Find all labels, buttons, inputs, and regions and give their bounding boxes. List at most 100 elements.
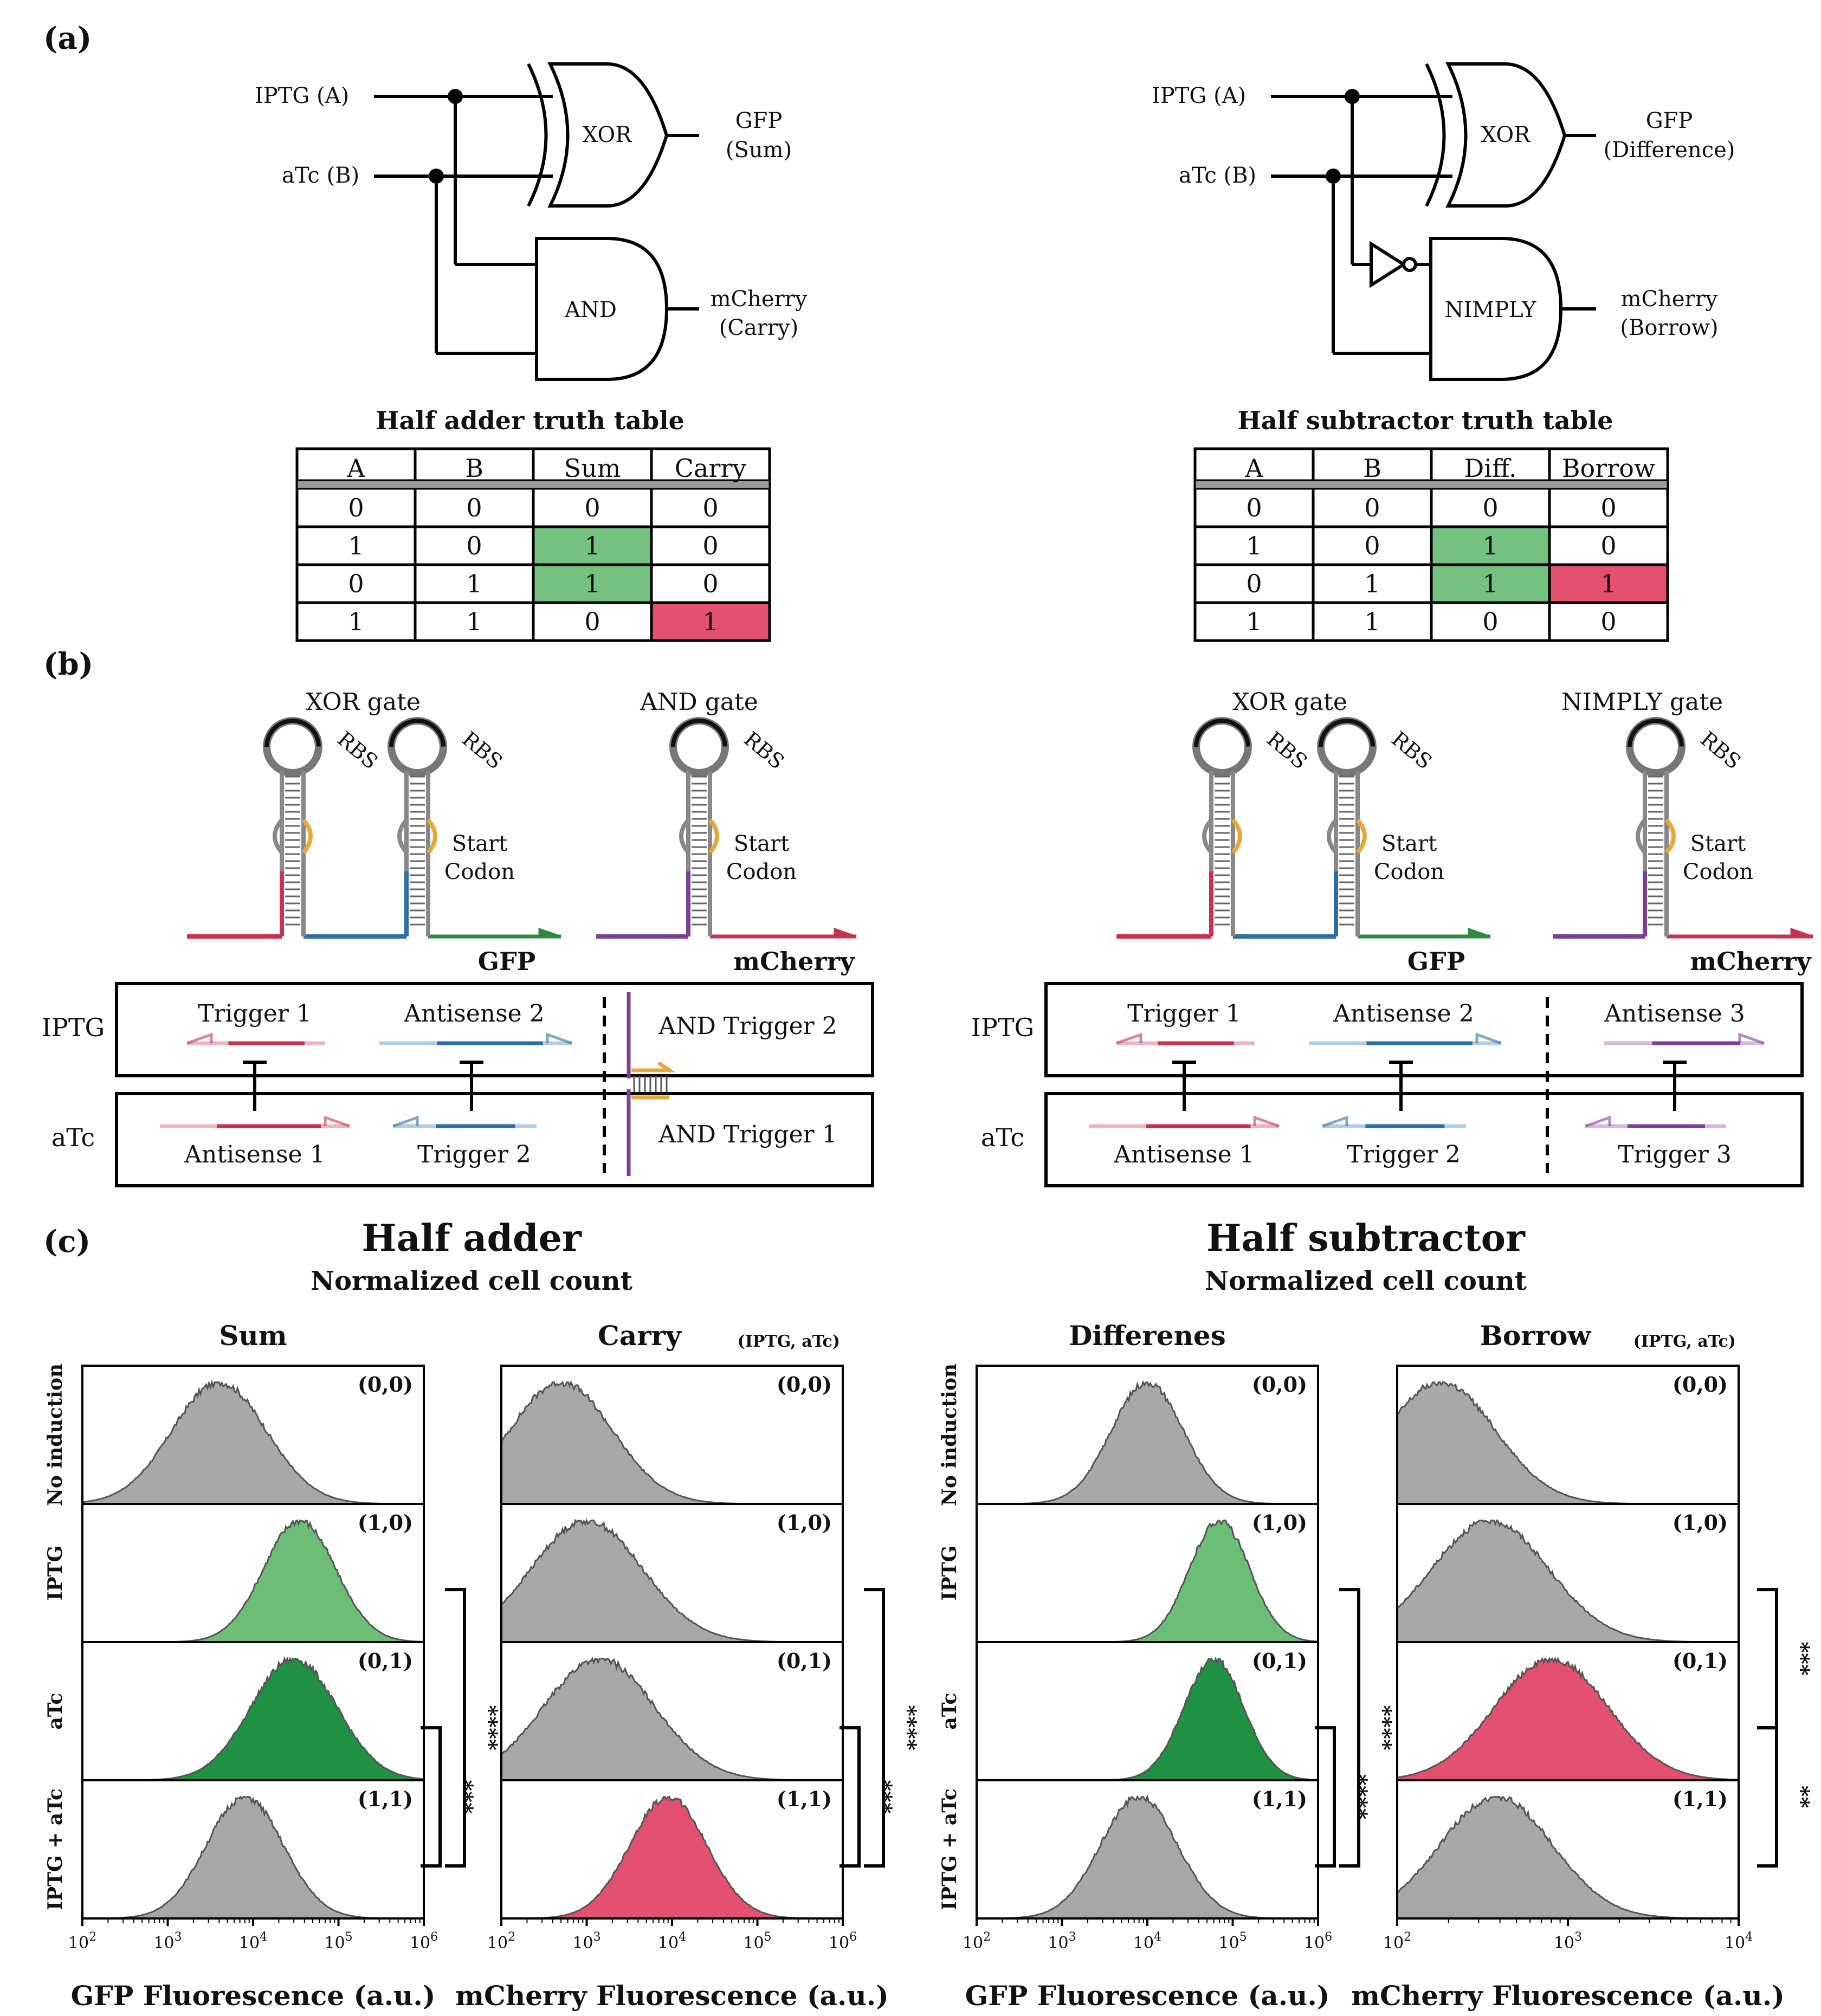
subtractor-table-title: Half subtractor truth table: [1237, 406, 1613, 435]
iptg-row-label: IPTG: [42, 1013, 105, 1042]
and-toehold-top: [631, 1061, 676, 1072]
adder-out1-line1: GFP: [735, 108, 783, 133]
table-cell: 0: [1364, 493, 1380, 522]
table-cell: 0: [584, 607, 600, 636]
table-cell: 0: [1364, 531, 1380, 560]
row-label: IPTG + aTc: [938, 1788, 961, 1910]
condition-label: (1,1): [358, 1787, 413, 1811]
table-header-divider: [296, 479, 771, 490]
start-codon-label-4: Codon: [726, 860, 797, 884]
table-cell: 1: [466, 607, 482, 636]
table-header-divider: [1194, 479, 1669, 490]
xor-gate-shape: [547, 62, 669, 208]
panel-label-c: (c): [43, 1224, 91, 1259]
table-cell: 1: [1246, 607, 1262, 636]
iptg-item-2: Antisense 2: [1333, 1000, 1474, 1028]
table-highlight-cell: [651, 603, 770, 641]
start-codon-label-2: Codon: [444, 860, 515, 884]
significance-stars: ****: [895, 1705, 921, 1750]
xor-gate-shape-2: [1445, 62, 1567, 208]
table-cell: 0: [1246, 569, 1262, 598]
start-codon-label-4: Codon: [1683, 860, 1753, 884]
condition-label: (0,1): [1673, 1649, 1728, 1673]
iptg-item-2: Antisense 2: [403, 1000, 544, 1028]
atc-box: [1044, 1092, 1804, 1187]
sub-nimply-gate-title: NIMPLY gate: [1561, 688, 1723, 716]
significance-stars: ***: [452, 1780, 477, 1814]
bulge-left: [1327, 818, 1338, 854]
start-codon-label-3: Start: [1690, 831, 1746, 856]
not-gate-shape: [1370, 241, 1407, 288]
iptg-item-3: Antisense 3: [1604, 1000, 1745, 1028]
iptg-box: [115, 982, 874, 1077]
table-cell: 0: [1482, 493, 1498, 522]
condition-label: (1,0): [358, 1510, 413, 1535]
table-cell: 0: [1600, 607, 1616, 636]
table-cell: 1: [584, 569, 600, 598]
table-header-cell: Sum: [564, 454, 621, 483]
table-cell: 0: [1600, 493, 1616, 522]
adder-junction-a: [448, 89, 463, 104]
adder-out1-line2: (Sum): [726, 138, 792, 163]
start-codon-bulge: [426, 818, 437, 854]
iptg-item-3: AND Trigger 2: [658, 1012, 837, 1040]
reporter-mcherry-label: mCherry: [1690, 947, 1811, 976]
column-title: Sum: [219, 1320, 287, 1352]
atc-item-3: AND Trigger 1: [658, 1121, 837, 1148]
column-title: Borrow: [1480, 1320, 1592, 1352]
half-subtractor-title: Half subtractor: [1206, 1217, 1526, 1260]
condition-label: (1,0): [777, 1510, 832, 1535]
subtractor-circuit: [1271, 62, 1596, 381]
atc-item-3: Trigger 3: [1618, 1141, 1732, 1168]
row-label: aTc: [44, 1693, 67, 1730]
row-label: No induction: [44, 1364, 67, 1506]
rbs-region: [389, 719, 445, 775]
row-label: IPTG: [44, 1546, 67, 1600]
significance-bracket: [864, 1588, 885, 1868]
adder-input-b: aTc (B): [282, 163, 359, 188]
half-adder-subtitle: Normalized cell count: [311, 1266, 632, 1296]
rbs-region: [1319, 719, 1375, 775]
table-cell: 0: [466, 531, 482, 560]
iptg-item-1: Trigger 1: [198, 1000, 312, 1028]
significance-stars: **: [1788, 1786, 1814, 1808]
bulge-left: [397, 818, 409, 854]
table-cell: 0: [702, 493, 718, 522]
table-header-cell: B: [465, 454, 483, 483]
significance-bracket: [1315, 1726, 1336, 1868]
column-title: Differenes: [1069, 1320, 1226, 1352]
significance-stars: ****: [476, 1705, 502, 1750]
atc-item-1: Antisense 1: [1113, 1141, 1254, 1168]
panel-label-b: (b): [43, 647, 93, 682]
adder-and-gate-title: AND gate: [640, 688, 758, 716]
condition-label: (0,1): [358, 1649, 413, 1673]
significance-bracket: [1757, 1726, 1778, 1868]
sub-out1-line2: (Difference): [1604, 138, 1735, 163]
table-cell: 0: [702, 531, 718, 560]
condition-label: (0,0): [358, 1372, 413, 1397]
column-title: Carry: [598, 1320, 682, 1352]
sub-input-a: IPTG (A): [1152, 83, 1246, 108]
trigger1-strand-head: [186, 1032, 213, 1045]
condition-label: (1,1): [777, 1787, 832, 1811]
xor-extra-curve-2: [1425, 63, 1446, 207]
sub-gate1-label: XOR: [1481, 122, 1532, 147]
table-cell: 1: [702, 607, 718, 636]
significance-stars: ***: [1788, 1642, 1814, 1676]
adder-junction-b: [429, 169, 444, 184]
table-cell: 1: [1600, 569, 1616, 598]
table-cell: 1: [348, 607, 364, 636]
table-header-cell: Borrow: [1562, 454, 1656, 483]
start-codon-bulge: [708, 818, 719, 854]
atc-item-2: Trigger 2: [417, 1141, 531, 1168]
table-highlight-cell: [1431, 527, 1549, 565]
table-cell: 0: [1482, 607, 1498, 636]
significance-bracket: [840, 1726, 861, 1868]
half-subtractor-subtitle: Normalized cell count: [1205, 1266, 1527, 1296]
condition-label: (1,1): [1673, 1787, 1728, 1811]
